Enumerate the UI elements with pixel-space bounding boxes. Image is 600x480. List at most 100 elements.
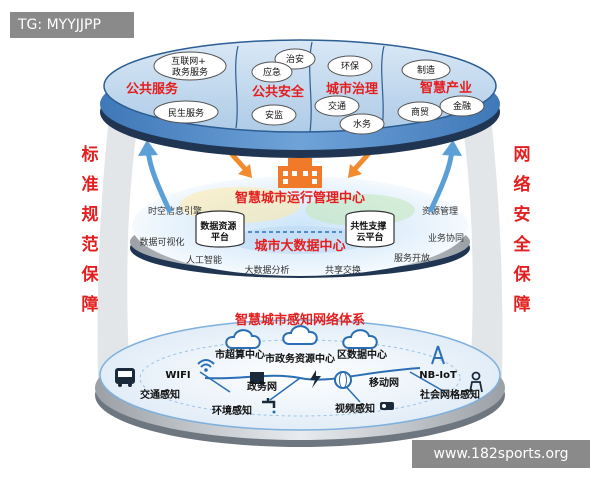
side-char: 保 — [81, 265, 99, 285]
bottom-layer: 智慧城市感知网络体系 市超算中心 市政务资源中心 区数据中心 WIFI 政务网 … — [95, 312, 505, 447]
platform-label-line: 数据资源 — [200, 220, 236, 232]
sector-divider — [309, 41, 313, 133]
sensing-label: 交通感知 — [140, 388, 180, 401]
arrows — [138, 140, 462, 214]
sector-item: 互联网+ 政务服务 — [171, 56, 208, 78]
building-icon — [278, 158, 322, 188]
pill — [327, 55, 373, 77]
capability-label: 服务开放 — [394, 252, 430, 264]
sector-item-line: 互联网+ — [171, 56, 206, 67]
arrow-up-left — [145, 149, 173, 214]
side-char: 络 — [513, 175, 531, 195]
network-link — [199, 371, 231, 393]
network-label: WIFI — [165, 370, 190, 381]
side-char: 障 — [81, 295, 99, 315]
cloud-icon — [342, 329, 378, 349]
side-char: 保 — [513, 265, 531, 285]
bigdata-center-title: 城市大数据中心 — [254, 238, 345, 254]
sector-item: 商贸 — [411, 106, 429, 118]
cloud-icon — [225, 329, 261, 349]
sector-item: 民生服务 — [168, 107, 204, 119]
sector-divider — [381, 45, 385, 129]
platform-label-line: 云平台 — [356, 231, 383, 243]
side-label-left: 标 准 规 范 保 障 — [78, 140, 102, 320]
cylinder-side-left — [97, 88, 140, 380]
pill — [339, 113, 385, 135]
pill — [153, 51, 227, 81]
sensing-label: 环境感知 — [212, 404, 252, 417]
arrow-head — [442, 140, 462, 156]
server-icon — [250, 372, 264, 384]
side-char: 全 — [513, 235, 531, 255]
platform-label: 数据资源 平台 — [200, 220, 239, 243]
cylinder-side-right — [460, 88, 503, 380]
pill — [439, 95, 485, 117]
arrow-up-right — [427, 149, 455, 214]
sensing-label: 社会网格感知 — [419, 388, 480, 401]
database-icon — [345, 210, 395, 248]
pill — [314, 95, 360, 117]
bottom-disk-face — [99, 319, 501, 431]
sector-item: 金融 — [453, 100, 471, 112]
network-link — [269, 377, 301, 401]
person-icon — [469, 371, 483, 393]
network-link — [409, 371, 446, 393]
capability-label: 大数据分析 — [244, 264, 289, 276]
platform-label-line: 平台 — [211, 231, 229, 243]
database-icon — [195, 210, 245, 248]
capability-label: 人工智能 — [186, 254, 222, 266]
sector-item: 环保 — [341, 60, 359, 72]
cloud-label: 区数据中心 — [337, 348, 387, 361]
sector-title: 公共安全 — [252, 84, 305, 100]
antenna-icon — [431, 345, 445, 365]
network-label: 政务网 — [247, 380, 277, 393]
camera-icon — [380, 402, 394, 410]
sector-item: 安监 — [265, 109, 283, 121]
side-char: 标 — [81, 145, 99, 165]
pill — [251, 104, 297, 126]
sector-item: 治安 — [286, 53, 304, 65]
sensing-label: 视频感知 — [335, 402, 375, 415]
network-link — [204, 367, 421, 381]
arrow-head — [348, 164, 362, 178]
capability-label: 数据可视化 — [139, 236, 184, 248]
sensing-network-title: 智慧城市感知网络体系 — [235, 312, 365, 328]
pill — [251, 61, 293, 83]
sector-item: 交通 — [328, 100, 346, 112]
side-char: 准 — [81, 175, 99, 195]
sector-title: 公共服务 — [126, 81, 179, 97]
side-char: 规 — [81, 205, 99, 225]
sector-divider — [235, 45, 239, 129]
globe-icon — [334, 371, 352, 389]
faucet-icon — [262, 398, 276, 414]
lightning-icon — [310, 370, 321, 388]
pill — [397, 101, 443, 123]
map-patch — [230, 226, 370, 254]
watermark-top-left: TG: MYYJJPP — [10, 12, 134, 38]
sector-item-line: 政务服务 — [172, 66, 208, 78]
watermark-bottom-right: www.182sports.org — [412, 440, 590, 468]
capability-label: 时空信息引擎 — [148, 205, 202, 217]
platform-label: 共性支撑 云平台 — [350, 220, 389, 243]
capability-label: 资源管理 — [422, 205, 458, 217]
cloud-label: 市政务资源中心 — [265, 352, 335, 365]
ops-center-title: 智慧城市运行管理中心 — [235, 190, 365, 206]
sector-item: 制造 — [417, 64, 435, 76]
sector-item: 水务 — [353, 118, 371, 130]
capability-label: 业务协同 — [428, 232, 464, 244]
cloud-label: 市超算中心 — [215, 348, 265, 361]
sector-title: 城市治理 — [326, 81, 378, 97]
sector-item: 应急 — [263, 66, 281, 78]
pill — [401, 59, 451, 81]
arrow-head — [238, 164, 252, 178]
arrow-head — [138, 140, 158, 156]
side-char: 网 — [513, 145, 531, 165]
side-char: 范 — [81, 235, 99, 255]
top-layer: 公共服务 公共安全 城市治理 智慧产业 互联网+ 政务服务 民生服务 治安 应急… — [100, 39, 500, 158]
platform-label-line: 共性支撑 — [350, 220, 386, 232]
side-char: 障 — [513, 295, 531, 315]
network-label: 移动网 — [369, 376, 399, 389]
sector-title: 智慧产业 — [420, 80, 472, 96]
side-char: 安 — [513, 205, 531, 225]
